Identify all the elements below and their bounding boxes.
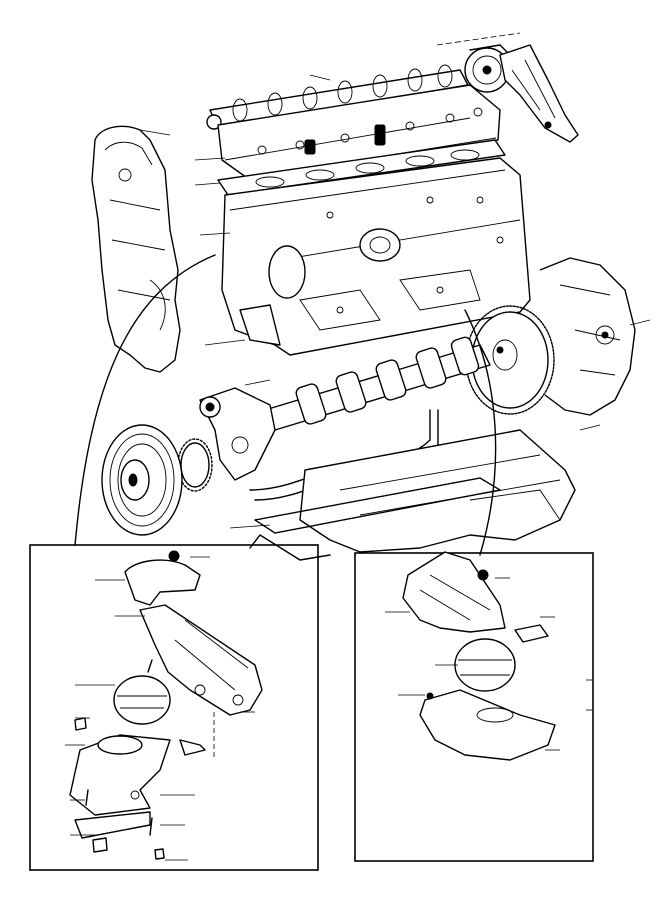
timing-gear: [177, 438, 213, 492]
crankshaft-pulley: [101, 424, 183, 536]
oil-pan: [299, 429, 576, 553]
oil-pan-gasket: [249, 477, 501, 561]
main-leader-lines: [139, 74, 651, 529]
engine-bracket-rear: [499, 44, 579, 143]
detail-pointer-lines: [74, 254, 497, 556]
connecting-rod: [199, 387, 276, 481]
head-gasket: [217, 139, 506, 196]
cylinder-head: [217, 84, 501, 181]
cylinder-block: [221, 157, 531, 356]
timing-belt-cover: [91, 125, 181, 373]
camshaft-pulley: [436, 32, 521, 93]
right-engine-mount-detail: [354, 551, 594, 862]
transmission-bellhousing: [539, 257, 636, 416]
left-engine-mount-detail: [29, 544, 319, 871]
crankshaft: [264, 336, 491, 431]
